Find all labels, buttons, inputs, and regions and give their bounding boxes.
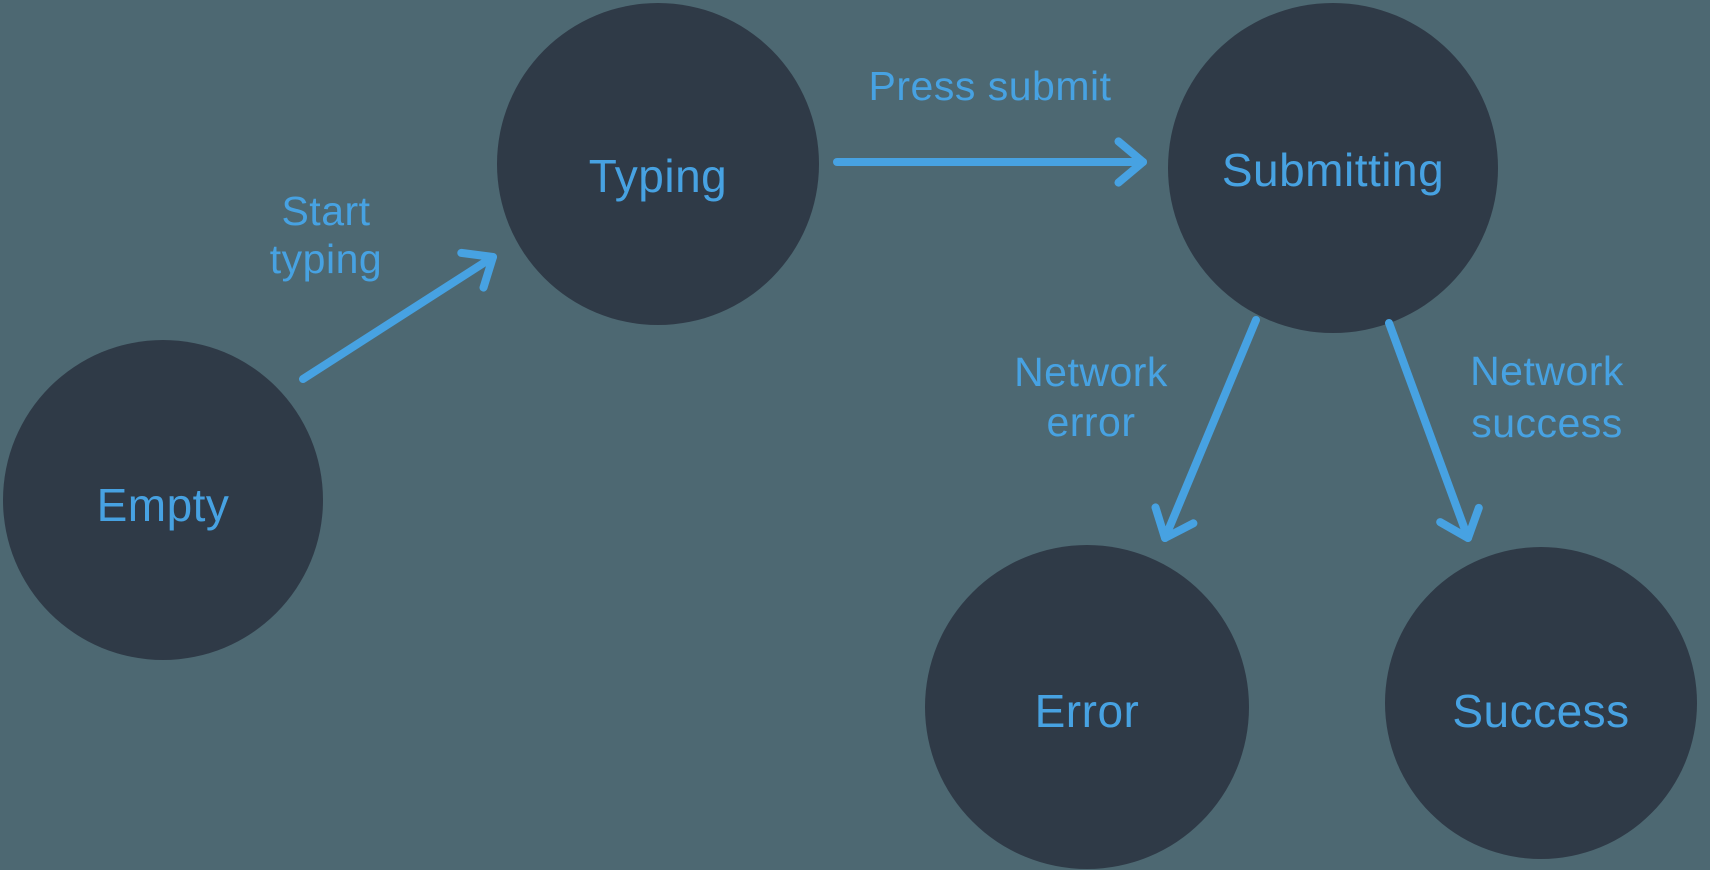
state-node-empty: Empty — [3, 340, 323, 660]
transition-label-network-error-line2: error — [1046, 399, 1135, 445]
transition-label-press-submit: Press submit — [869, 63, 1112, 109]
state-circle-empty — [3, 340, 323, 660]
arrowhead-icon — [457, 248, 497, 292]
state-circle-error — [925, 545, 1249, 869]
state-node-error: Error — [925, 545, 1249, 869]
transition-label-start-typing-line1: Start — [281, 188, 370, 234]
transition-label-network-error-line1: Network — [1014, 349, 1168, 395]
transition-arrow-start-typing: Start typing — [270, 188, 497, 383]
state-circle-success — [1385, 547, 1697, 859]
arrow-shaft — [299, 253, 497, 383]
state-node-typing: Typing — [497, 3, 819, 325]
transition-label-start-typing-line2: typing — [270, 236, 382, 282]
state-label-submitting: Submitting — [1222, 144, 1444, 196]
state-label-error: Error — [1035, 685, 1140, 737]
arrowhead-icon — [1151, 503, 1198, 542]
arrowhead-icon — [1436, 503, 1483, 542]
transition-arrow-network-error: Network error — [1014, 316, 1260, 542]
transition-arrow-network-success: Network success — [1385, 319, 1624, 542]
state-label-success: Success — [1452, 685, 1629, 737]
state-circle-typing — [497, 3, 819, 325]
arrow-shaft — [1385, 319, 1472, 542]
state-node-submitting: Submitting — [1168, 3, 1498, 333]
transition-label-network-success-line1: Network — [1470, 348, 1624, 394]
transition-label-network-success-line2: success — [1471, 400, 1623, 446]
state-node-success: Success — [1385, 547, 1697, 859]
arrowhead-icon — [1114, 137, 1147, 187]
state-circle-submitting — [1168, 3, 1498, 333]
transition-arrow-press-submit: Press submit — [833, 63, 1147, 187]
state-label-empty: Empty — [97, 479, 230, 531]
state-label-typing: Typing — [589, 150, 728, 202]
arrow-shaft — [1161, 316, 1260, 542]
